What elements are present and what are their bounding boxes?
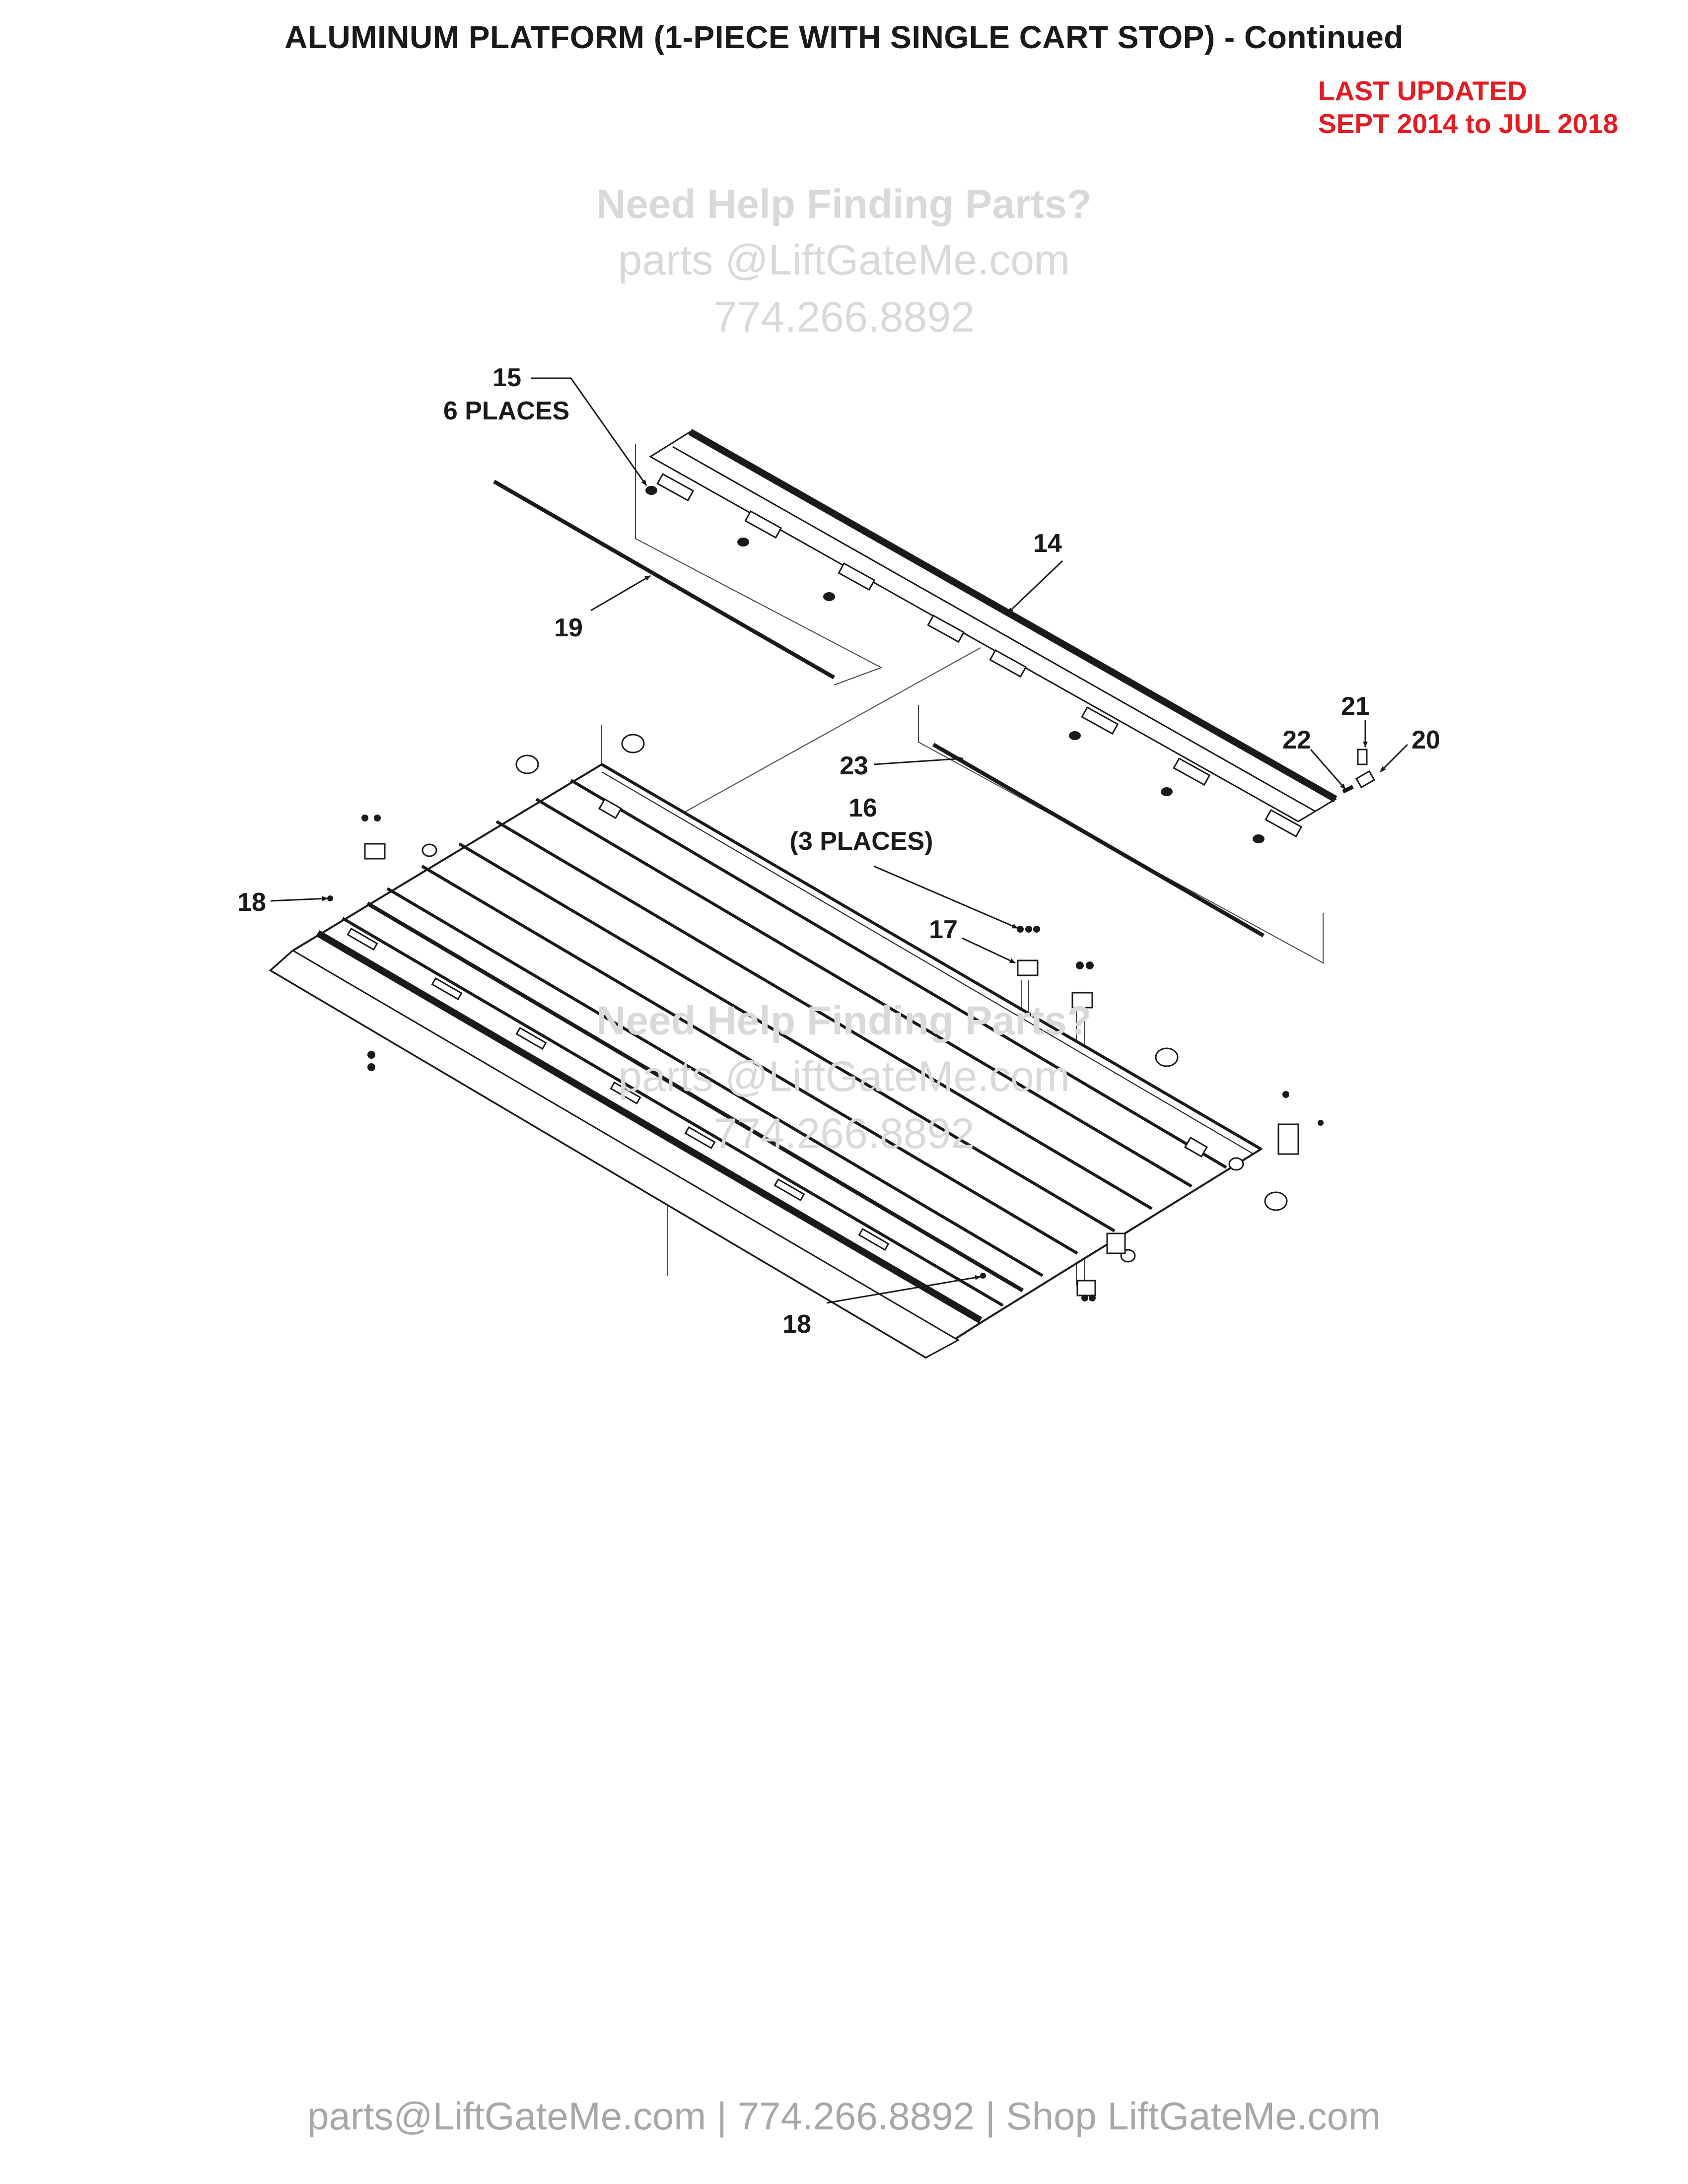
callout-14: 14 [1033,529,1062,558]
watermark-line3: 774.266.8892 [713,293,975,341]
platform-hardware [364,734,1299,1297]
watermark-line3: 774.266.8892 [713,1110,975,1158]
last-updated-stamp: LAST UPDATED SEPT 2014 to JUL 2018 [1318,74,1618,140]
hinge-tabs [656,473,1303,838]
hinge-pins [493,479,1265,938]
platform-deck [269,763,1263,1359]
callout-18-bottom: 18 [782,1310,811,1339]
footer-contact: parts@LiftGateMe.com | 774.266.8892 | Sh… [307,2094,1381,2138]
page-title: ALUMINUM PLATFORM (1-PIECE WITH SINGLE C… [284,19,1404,55]
callout-15: 15 [492,363,521,392]
callout-18-top: 18 [237,888,266,917]
watermark-upper: Need Help Finding Parts? parts @LiftGate… [0,181,1688,342]
callout-16: 16 [848,794,877,822]
fasteners [327,815,1324,1301]
last-updated-label: LAST UPDATED [1318,75,1527,106]
callout-19: 19 [554,614,583,642]
end-hardware [1342,749,1376,794]
callout-21: 21 [1341,692,1370,721]
leader-lines [270,377,1408,1304]
callout-labels: 15 6 PLACES 14 19 21 22 20 23 16 (3 PLAC… [237,363,1440,1339]
watermark-lower: Need Help Finding Parts? parts @LiftGate… [0,998,1688,1159]
callout-17: 17 [929,915,958,944]
watermark-line1: Need Help Finding Parts? [596,182,1092,227]
watermark-line2: parts @LiftGateMe.com [618,236,1070,284]
watermark-line2: parts @LiftGateMe.com [618,1053,1070,1100]
callout-23: 23 [840,751,868,780]
last-updated-range: SEPT 2014 to JUL 2018 [1318,108,1618,139]
bushings [645,486,1265,843]
callout-15-qty: 6 PLACES [443,397,569,425]
callout-22: 22 [1282,726,1311,754]
callout-20: 20 [1411,726,1440,754]
cart-stop-bar [649,428,1337,822]
watermark-line1: Need Help Finding Parts? [596,998,1092,1043]
callout-16-qty: (3 PLACES) [790,827,933,856]
